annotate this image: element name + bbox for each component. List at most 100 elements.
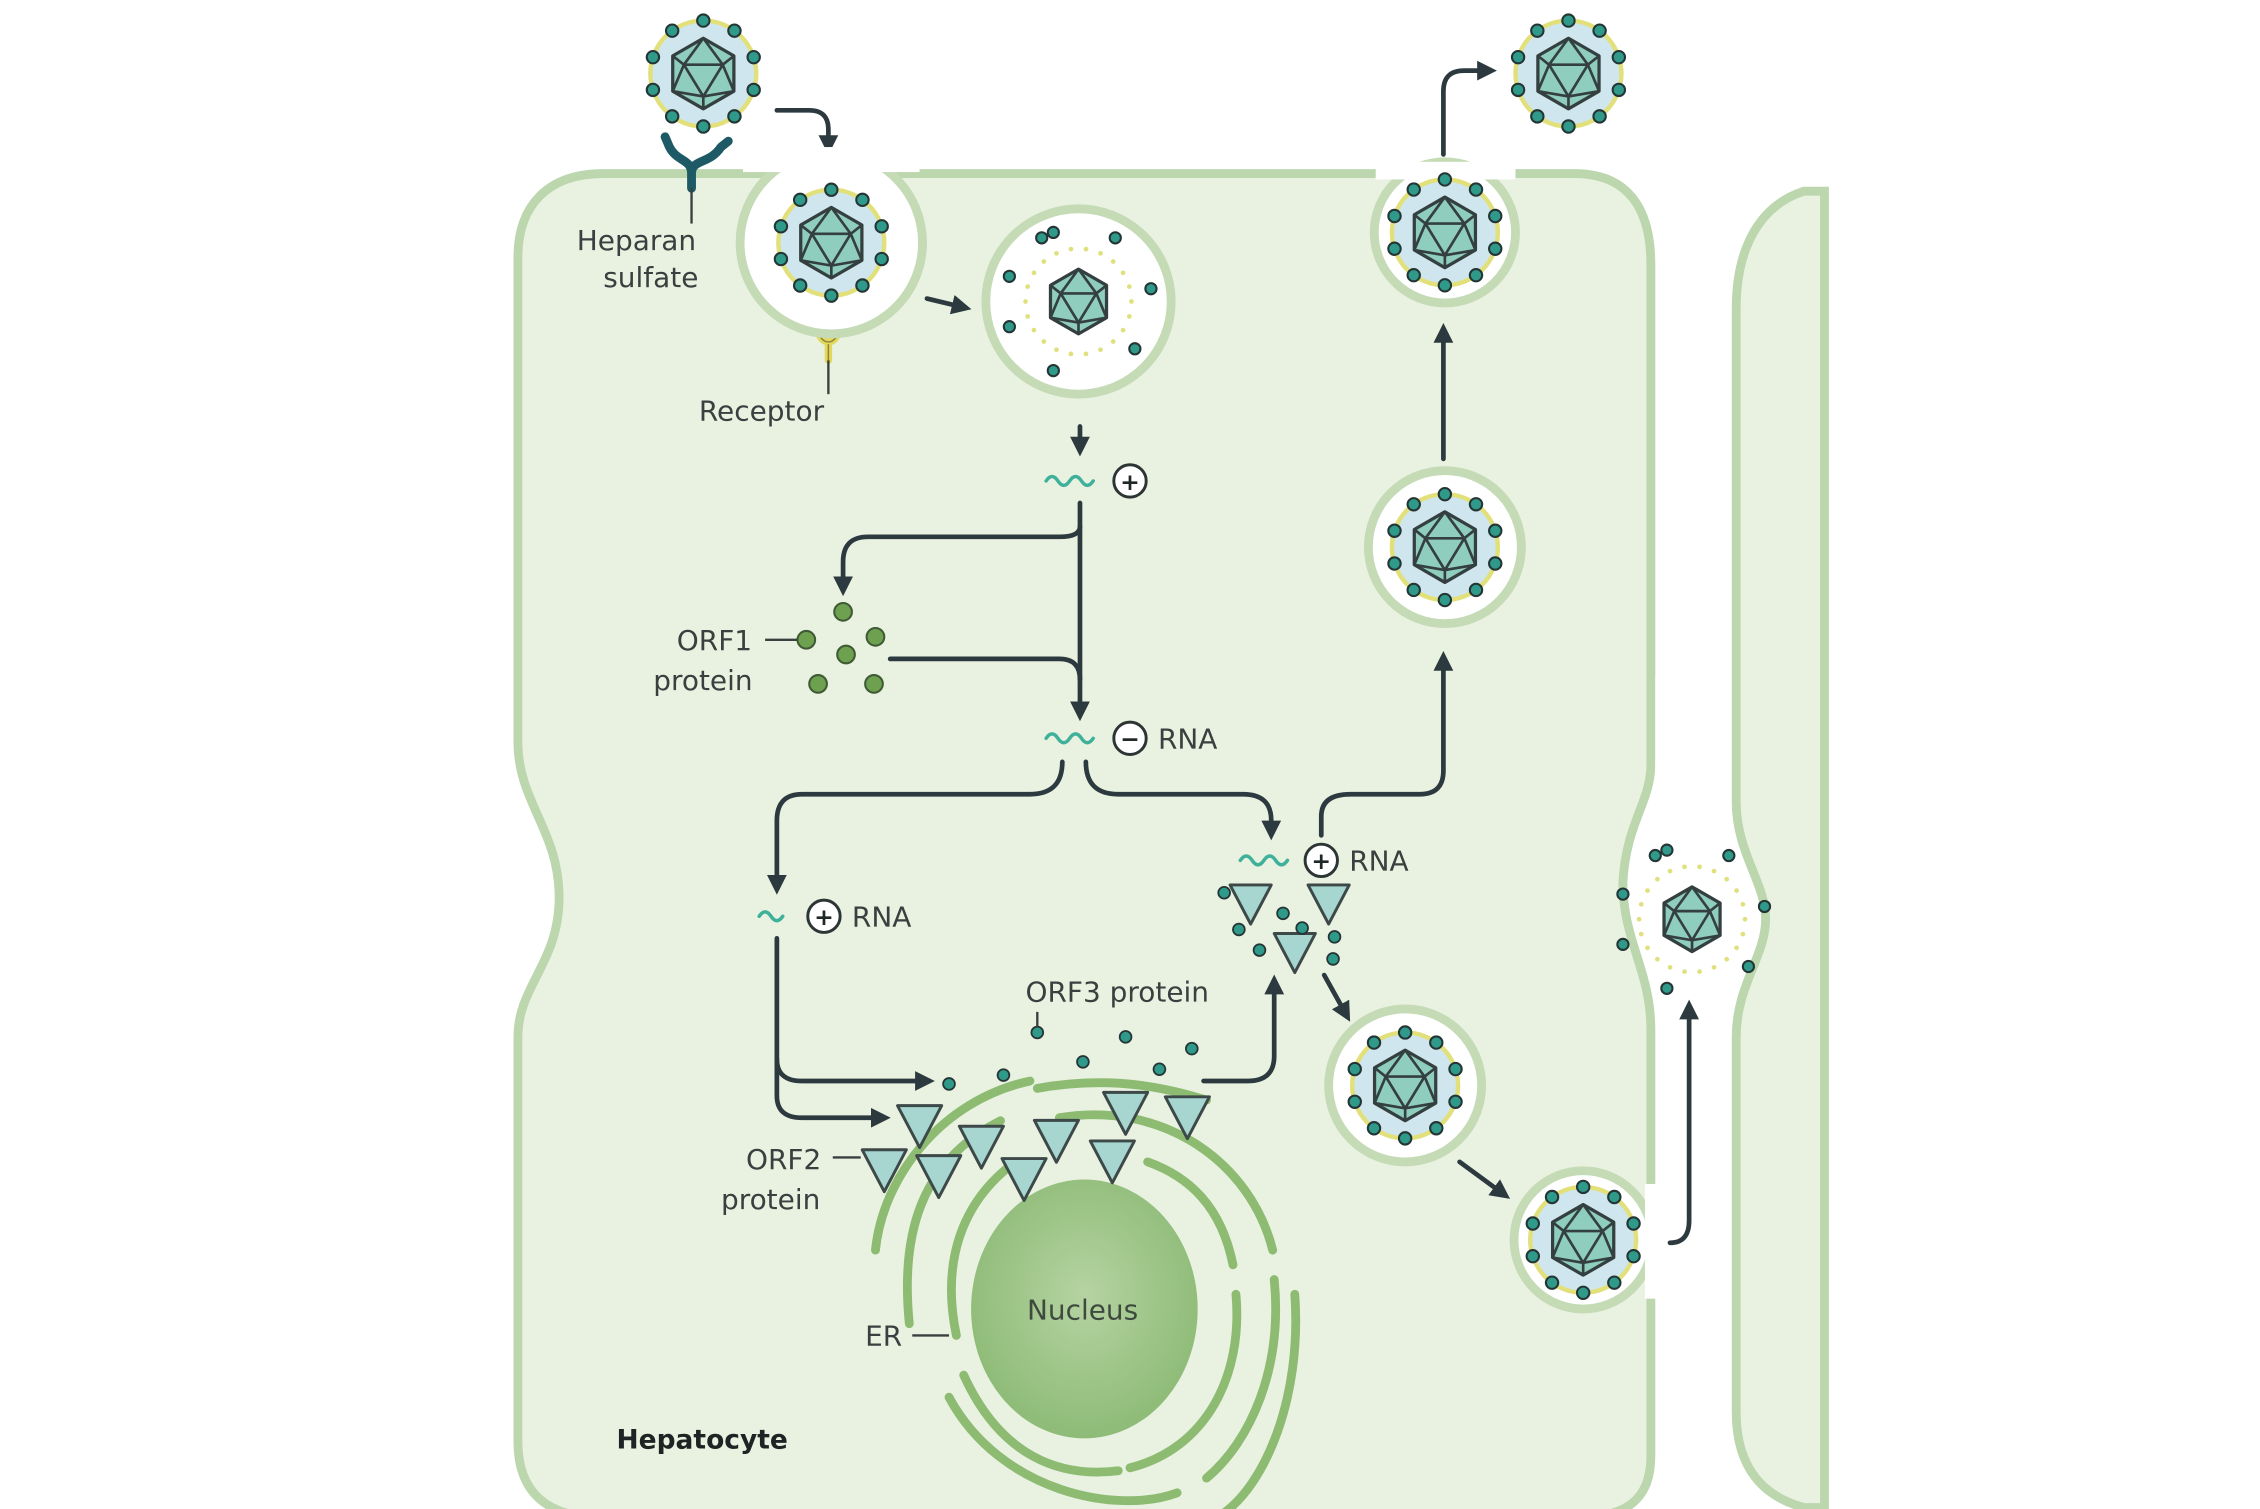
entry-opening	[743, 147, 920, 173]
arrow-attach-to-entry	[774, 107, 839, 155]
nucleus: Nucleus	[971, 1179, 1198, 1439]
orf3-dot	[1660, 981, 1674, 995]
neg-rna: − RNA	[1044, 720, 1217, 756]
orf3-dot	[727, 23, 742, 38]
heparan-sulfate-icon	[660, 132, 733, 224]
orf2-triangle	[860, 1148, 908, 1194]
orf3-dot	[1429, 1035, 1444, 1050]
orf3-dot	[1616, 937, 1630, 951]
arrow-apical-release	[1441, 60, 1497, 157]
orf3-dot	[1144, 282, 1158, 296]
orf3-dot	[1406, 497, 1421, 512]
orf3-dot	[1437, 172, 1453, 187]
orf3-dot	[1626, 1249, 1641, 1264]
orf3-dot	[1406, 582, 1421, 598]
plus-sign: +	[814, 903, 834, 931]
orf3-label: ORF3 protein	[1026, 976, 1209, 1009]
orf3-dot	[855, 192, 870, 208]
orf3-dot	[1592, 109, 1607, 124]
orf3-dot	[1108, 231, 1122, 245]
orf3-dot	[1128, 342, 1142, 356]
arrow-assembly-to-apical	[1318, 650, 1454, 838]
orf3-dot	[1468, 182, 1484, 197]
virion-apical-exit	[1387, 172, 1503, 293]
orf2-protein-cluster	[860, 1090, 1211, 1202]
assembly-cluster	[1217, 883, 1351, 975]
orf3-dot	[1366, 1035, 1382, 1050]
orf2-label-line2: protein	[721, 1183, 820, 1216]
orf3-dot	[1525, 1249, 1541, 1264]
er-label: ER	[865, 1320, 902, 1353]
arrow-vesicle-to-basolateral	[1457, 1159, 1511, 1199]
virion-released-basolateral	[1616, 843, 1772, 995]
orf3-dot	[1741, 959, 1756, 974]
orf2-triangle	[1272, 932, 1317, 975]
orf3-dot	[1660, 843, 1674, 857]
orf3-dot	[1366, 1121, 1382, 1136]
orf3-dot	[1607, 1275, 1622, 1290]
orf3-dot	[1437, 486, 1453, 502]
orf3-dot	[1488, 241, 1503, 256]
orf3-dot	[1510, 49, 1526, 65]
orf3-dot	[1347, 1061, 1362, 1077]
arrow-rna-to-orf1	[833, 524, 1083, 597]
neighbor-cell	[1731, 186, 1829, 1509]
pos-rna-genome: +	[1044, 463, 1148, 499]
pos-rna-right-label: RNA	[1349, 845, 1408, 878]
orf3-dot	[696, 119, 711, 134]
orf3-dot	[1387, 208, 1402, 224]
orf3-dot	[1387, 556, 1402, 571]
nucleus-label: Nucleus	[1027, 1293, 1138, 1326]
orf2-triangle	[957, 1124, 1005, 1170]
orf3-dot	[1611, 49, 1627, 65]
orf3-dot	[1035, 231, 1049, 245]
orf3-dot	[1525, 1216, 1541, 1231]
orf3-dot	[1468, 497, 1484, 512]
orf3-dot	[1616, 887, 1630, 901]
orf1-label-line2: protein	[653, 664, 752, 697]
orf3-dot	[1510, 82, 1526, 98]
basolateral-opening	[1644, 1183, 1666, 1299]
plus-sign: +	[1311, 847, 1331, 875]
orf3-dot	[773, 219, 789, 234]
orf3-dot	[1437, 278, 1453, 293]
orf3-dot	[1575, 1179, 1591, 1195]
orf3-dot	[1387, 241, 1402, 256]
orf2-triangle	[915, 1154, 963, 1200]
orf2-triangle	[1000, 1157, 1048, 1202]
orf3-dot	[1002, 269, 1016, 283]
orf3-dot	[1611, 82, 1627, 98]
orf3-dot	[792, 278, 808, 293]
orf3-dot	[1002, 320, 1016, 334]
orf3-dot	[664, 109, 680, 124]
orf3-dot	[746, 82, 761, 98]
virion-in-vesicle-lower	[1347, 1025, 1463, 1146]
pos-rna-left: + RNA	[757, 898, 911, 934]
orf3-dot	[1387, 523, 1402, 538]
orf3-dot	[1575, 1285, 1591, 1301]
orf3-dot	[664, 23, 680, 38]
orf3-dot	[1217, 885, 1231, 900]
plus-sign: +	[1120, 468, 1140, 496]
cell-label: Hepatocyte	[616, 1425, 787, 1456]
orf3-dot	[1397, 1131, 1413, 1146]
orf3-dot	[1295, 921, 1309, 935]
hepatocyte-cell	[513, 169, 1656, 1509]
neg-rna-label: RNA	[1158, 723, 1217, 756]
virion-released-apical	[1510, 13, 1627, 134]
orf3-dot	[1232, 922, 1246, 937]
orf1-protein-cluster	[796, 601, 886, 694]
arrow-neg-to-pos-rna-left	[766, 759, 1065, 895]
orf2-triangle	[1102, 1090, 1150, 1136]
arrow-orf3-to-assembly	[1201, 974, 1285, 1084]
virion-entering	[773, 182, 889, 303]
orf3-dot	[1488, 208, 1503, 224]
orf3-dot	[1252, 943, 1267, 957]
orf2-triangle	[896, 1104, 944, 1150]
virion-basolateral-exit	[1525, 1179, 1641, 1301]
orf3-dot	[1530, 23, 1545, 38]
orf3-dot	[1326, 952, 1340, 966]
orf3-dot	[1468, 582, 1484, 598]
orf3-dot	[1488, 556, 1503, 571]
